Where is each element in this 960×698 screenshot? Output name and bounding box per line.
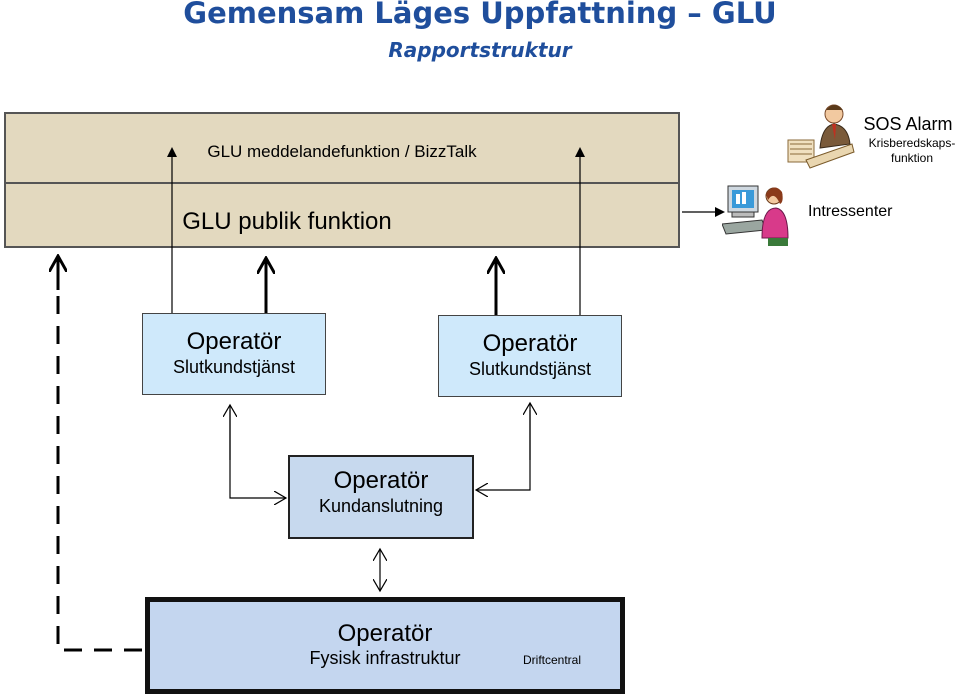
operator-subtitle: Slutkundstjänst [468,359,592,379]
page-title: Gemensam Läges Uppfattning – GLU [183,0,777,30]
operator-slutkund-right: Operatör Slutkundstjänst [438,315,622,397]
person-at-computer-icon [721,180,790,248]
operator-slutkund-left: Operatör Slutkundstjänst [142,313,326,395]
operator-title: Operatör [482,330,578,357]
intressenter-label: Intressenter [808,203,893,220]
sos-sub-line2: funktion [890,151,934,165]
operator-kundanslutning: Operatör Kundanslutning [288,455,474,539]
businessman-at-desk-icon [786,100,856,170]
operator-fysisk-infrastruktur: Operatör Fysisk infrastruktur Driftcentr… [145,597,625,694]
operator-title: Operatör [333,467,429,494]
operator-subtitle: Kundanslutning [318,496,444,516]
dashed-return-path [56,265,142,652]
operator-title: Operatör [186,328,282,355]
sos-sub-line1: Krisberedskaps- [868,136,956,150]
sos-alarm-label: SOS Alarm [863,114,953,134]
operator-subtitle: Slutkundstjänst [172,357,296,377]
driftcentral-label: Driftcentral [523,653,582,667]
glu-publik-label: GLU publik funktion [182,208,392,235]
page-subtitle: Rapportstruktur [388,38,572,62]
operator-subtitle: Fysisk infrastruktur [309,648,461,668]
link-right-kund [476,410,531,490]
link-left-kund [229,410,286,498]
operator-title: Operatör [337,620,433,647]
glu-meddelande-label: GLU meddelandefunktion / BizzTalk [207,142,477,161]
glu-publik-layer: GLU publik funktion [4,182,680,248]
